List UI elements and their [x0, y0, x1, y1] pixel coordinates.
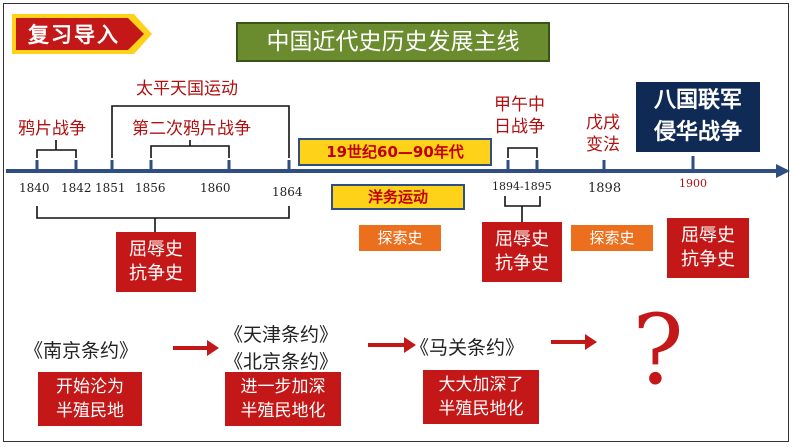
- tag-humiliation-3-line2: 抗争史: [681, 249, 735, 270]
- year-1894-1895: 1894-1895: [492, 180, 552, 193]
- year-1851: 1851: [95, 181, 126, 195]
- year-1864: 1864: [272, 185, 303, 199]
- arrow-shaft-1: [173, 346, 209, 350]
- tag-humiliation-1-line1: 屈辱史: [129, 239, 183, 260]
- consequence-1-line2: 半殖民地: [56, 401, 124, 421]
- label-opium-war: 鸦片战争: [18, 119, 86, 139]
- period-box: 19世纪60—90年代: [298, 138, 492, 166]
- bracket-opium-war: [36, 140, 77, 158]
- arrow-shaft-3: [551, 340, 587, 344]
- tag-humiliation-3-line1: 屈辱史: [681, 225, 735, 246]
- label-taiping: 太平天国运动: [136, 79, 238, 99]
- tag-humiliation-2: 屈辱史 抗争史: [482, 222, 562, 282]
- consequence-1: 开始沦为 半殖民地: [38, 372, 142, 426]
- bracket-below-1894: [504, 196, 541, 222]
- consequence-2-line2: 半殖民地化: [240, 401, 326, 421]
- badge-label: 复习导入: [28, 23, 120, 47]
- year-1860: 1860: [200, 181, 231, 195]
- label-sino-japanese-war-1: 甲午中: [494, 95, 545, 115]
- label-wuxu-1: 戊戌: [586, 113, 620, 133]
- bracket-taiping: [111, 105, 290, 158]
- arrow-head-3: [585, 334, 597, 350]
- treaty-tianjin: 《天津条约》: [224, 324, 339, 346]
- year-1840: 1840: [19, 181, 50, 195]
- bracket-sino-japanese-war: [507, 147, 538, 158]
- year-1842: 1842: [61, 181, 92, 195]
- year-1856: 1856: [135, 181, 166, 195]
- arrow-shaft-2: [368, 343, 406, 347]
- tag-humiliation-2-line2: 抗争史: [495, 253, 549, 274]
- label-wuxu-2: 变法: [586, 135, 620, 155]
- consequence-1-line1: 开始沦为: [56, 377, 124, 397]
- consequence-2-line1: 进一步加深: [240, 377, 326, 397]
- westernization-box: 洋务运动: [331, 184, 465, 210]
- tag-humiliation-3: 屈辱史 抗争史: [667, 218, 749, 278]
- tag-exploration-1: 探索史: [359, 225, 441, 251]
- tag-humiliation-1-line2: 抗争史: [129, 263, 183, 284]
- review-badge: [12, 14, 152, 54]
- timeline-arrowhead: [776, 164, 790, 178]
- tag-exploration-2: 探索史: [571, 225, 653, 251]
- consequence-3: 大大加深了 半殖民地化: [423, 370, 539, 424]
- eight-nation-line2: 侵华战争: [653, 120, 742, 145]
- treaty-maguan: 《马关条约》: [410, 337, 525, 359]
- treaty-beijing: 《北京条约》: [224, 351, 339, 373]
- bracket-second-opium-war: [150, 140, 230, 158]
- label-second-opium-war: 第二次鸦片战争: [132, 119, 251, 139]
- year-1898: 1898: [588, 181, 622, 196]
- arrow-head-2: [404, 337, 416, 353]
- consequence-3-line1: 大大加深了: [438, 375, 524, 395]
- question-mark: ?: [632, 294, 684, 406]
- consequence-3-line2: 半殖民地化: [438, 399, 524, 419]
- consequence-2: 进一步加深 半殖民地化: [225, 372, 341, 426]
- label-sino-japanese-war-2: 日战争: [494, 117, 545, 137]
- tag-humiliation-1: 屈辱史 抗争史: [116, 232, 196, 292]
- eight-nation-box: 八国联军 侵华战争: [636, 82, 760, 152]
- year-1900: 1900: [679, 177, 707, 190]
- treaty-nanjing: 《南京条约》: [24, 340, 139, 362]
- slide-frame: [3, 3, 789, 442]
- bracket-below-1840-1864: [36, 206, 290, 232]
- main-title: 中国近代史历史发展主线: [236, 22, 550, 62]
- arrow-head-1: [207, 340, 219, 356]
- eight-nation-line1: 八国联军: [653, 88, 742, 113]
- tag-humiliation-2-line1: 屈辱史: [495, 229, 549, 250]
